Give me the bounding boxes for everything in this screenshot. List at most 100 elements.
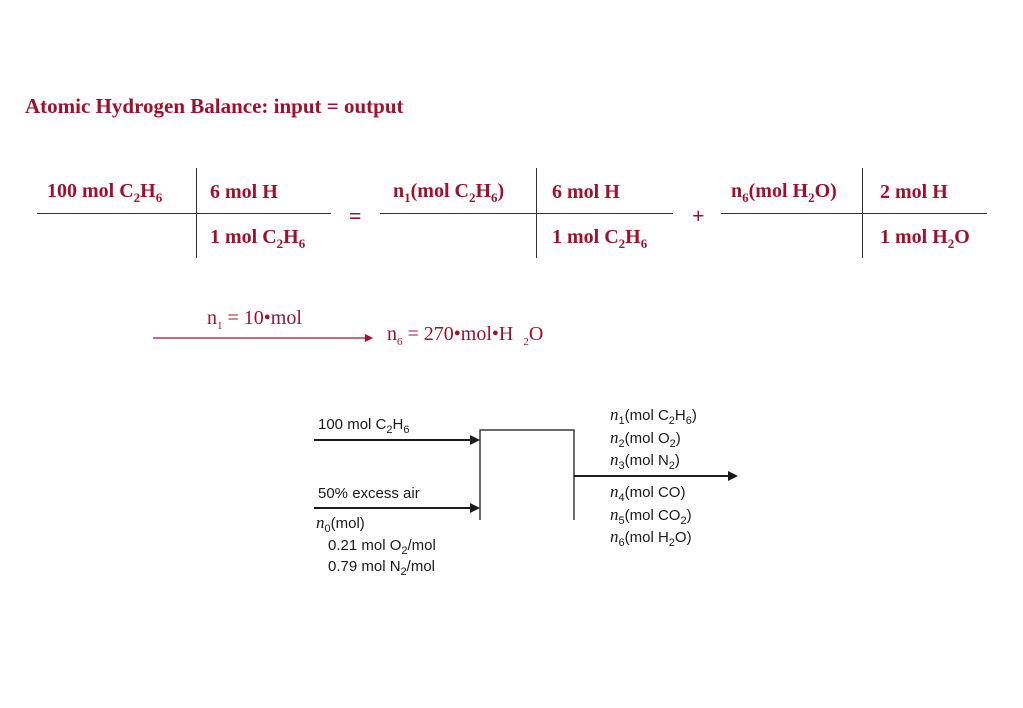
text-part: = 270•mol•H <box>402 323 514 345</box>
mid-numerator-n1: n1(mol C2H6) <box>393 180 505 205</box>
text-part: n <box>610 505 619 524</box>
fraction-bar-mid <box>380 213 673 214</box>
air-moles-label: n0(mol) <box>316 513 365 535</box>
text-part: n <box>610 450 619 469</box>
text-part: (mol C <box>624 407 669 424</box>
left-numerator-ethane: 100 mol C2H6 <box>47 180 163 205</box>
text-part: 0.21 mol O <box>328 537 402 554</box>
result-arrow <box>153 334 373 342</box>
text-part: (mol) <box>330 515 365 532</box>
subscript: 2 <box>523 336 529 348</box>
product-stream-label: n1(mol C2H6) <box>610 405 697 427</box>
product-stream-label: n6(mol H2O) <box>610 527 692 549</box>
equals-sign: = <box>349 203 362 228</box>
left-denominator-ethane: 1 mol C2H6 <box>210 226 306 251</box>
right-numerator-hydrogen: 2 mol H <box>880 181 948 203</box>
divider-mid <box>536 168 537 258</box>
page-title: Atomic Hydrogen Balance: input = output <box>25 94 404 118</box>
divider-right <box>862 168 863 258</box>
subscript: 2 <box>618 438 625 450</box>
text-part: H <box>283 226 299 248</box>
text-part: (mol CO) <box>624 484 686 501</box>
fraction-bar-left <box>37 213 331 214</box>
plus-sign: + <box>692 203 705 228</box>
subscript: 2 <box>668 460 675 472</box>
subscript: 5 <box>618 515 625 527</box>
subscript: 2 <box>133 190 141 205</box>
subscript: 6 <box>742 190 749 205</box>
process-diagram-lines <box>314 429 738 520</box>
subscript: 2 <box>618 236 626 251</box>
text-part: ) <box>497 180 505 202</box>
text-part: 0.79 mol N <box>328 558 401 575</box>
air-feed-label: 50% excess air <box>318 485 420 502</box>
subscript: 2 <box>401 545 408 557</box>
right-denominator-water: 1 mol H2O <box>880 226 970 251</box>
text-part: n <box>731 180 743 202</box>
text-part: ) <box>675 430 681 447</box>
text-part: = 10•mol <box>222 307 302 329</box>
subscript: 2 <box>947 236 955 251</box>
subscript: 2 <box>668 415 675 427</box>
text-part: ) <box>674 452 680 469</box>
text-part: (mol N <box>624 452 669 469</box>
product-stream-label: n5(mol CO2) <box>610 505 692 527</box>
subscript: 2 <box>400 566 407 578</box>
product-stream-label: n3(mol N2) <box>610 450 680 472</box>
text-part: 1 mol C <box>210 226 277 248</box>
mid-numerator-hydrogen: 6 mol H <box>552 181 620 203</box>
text-part: H <box>674 407 686 424</box>
text-part: n <box>610 428 619 447</box>
text-part: n <box>610 527 619 546</box>
text-part: n <box>387 323 397 345</box>
text-part: (mol O <box>624 430 670 447</box>
subscript: 2 <box>668 537 675 549</box>
oxygen-fraction-label: 0.21 mol O2/mol <box>328 537 436 557</box>
subscript: 6 <box>397 336 403 348</box>
subscript: 2 <box>808 190 815 205</box>
text-part: 1 mol H <box>880 226 948 248</box>
text-part: /mol <box>407 537 436 554</box>
text-part: n <box>316 513 325 532</box>
subscript: 2 <box>669 438 676 450</box>
fraction-bar-right <box>721 213 987 214</box>
text-part: O <box>954 226 970 248</box>
subscript: 6 <box>618 537 625 549</box>
subscript: 2 <box>276 236 284 251</box>
subscript: 3 <box>618 460 625 472</box>
mid-denominator-ethane: 1 mol C2H6 <box>552 226 647 251</box>
divider-left <box>196 168 197 258</box>
text-part: H <box>392 416 404 433</box>
subscript: 6 <box>403 424 410 436</box>
text-part: 100 mol C <box>47 180 134 202</box>
subscript: 2 <box>468 190 476 205</box>
reactor-box <box>479 429 575 520</box>
ethane-feed-label: 100 mol C2H6 <box>318 416 410 436</box>
subscript: 4 <box>618 492 625 504</box>
text-part: O <box>528 323 544 345</box>
subscript: 1 <box>404 190 411 205</box>
text-part: n <box>610 405 619 424</box>
subscript: 1 <box>618 415 625 427</box>
text-part: n <box>393 180 405 202</box>
nitrogen-fraction-label: 0.79 mol N2/mol <box>328 558 436 578</box>
text-part: n <box>207 307 217 329</box>
subscript: 6 <box>491 190 498 205</box>
left-numerator-hydrogen: 6 mol H <box>210 181 278 203</box>
subscript: 1 <box>217 320 223 332</box>
text-part: (mol H <box>748 180 809 202</box>
text-part: (mol H <box>624 529 669 546</box>
text-part: O) <box>674 529 692 546</box>
text-part: ) <box>686 507 692 524</box>
text-part: 100 mol C <box>318 416 387 433</box>
text-part: H <box>140 180 156 202</box>
subscript: 6 <box>298 236 306 251</box>
text-part: ) <box>691 407 697 424</box>
subscript: 2 <box>386 424 393 436</box>
text-part: /mol <box>406 558 436 575</box>
right-numerator-n6: n6(mol H2O) <box>731 180 837 205</box>
product-stream-label: n4(mol CO) <box>610 482 686 504</box>
text-part: (mol C <box>410 180 469 202</box>
subscript: 6 <box>155 190 163 205</box>
answer-n6: n6 = 270•mol•H 2O <box>387 323 544 348</box>
